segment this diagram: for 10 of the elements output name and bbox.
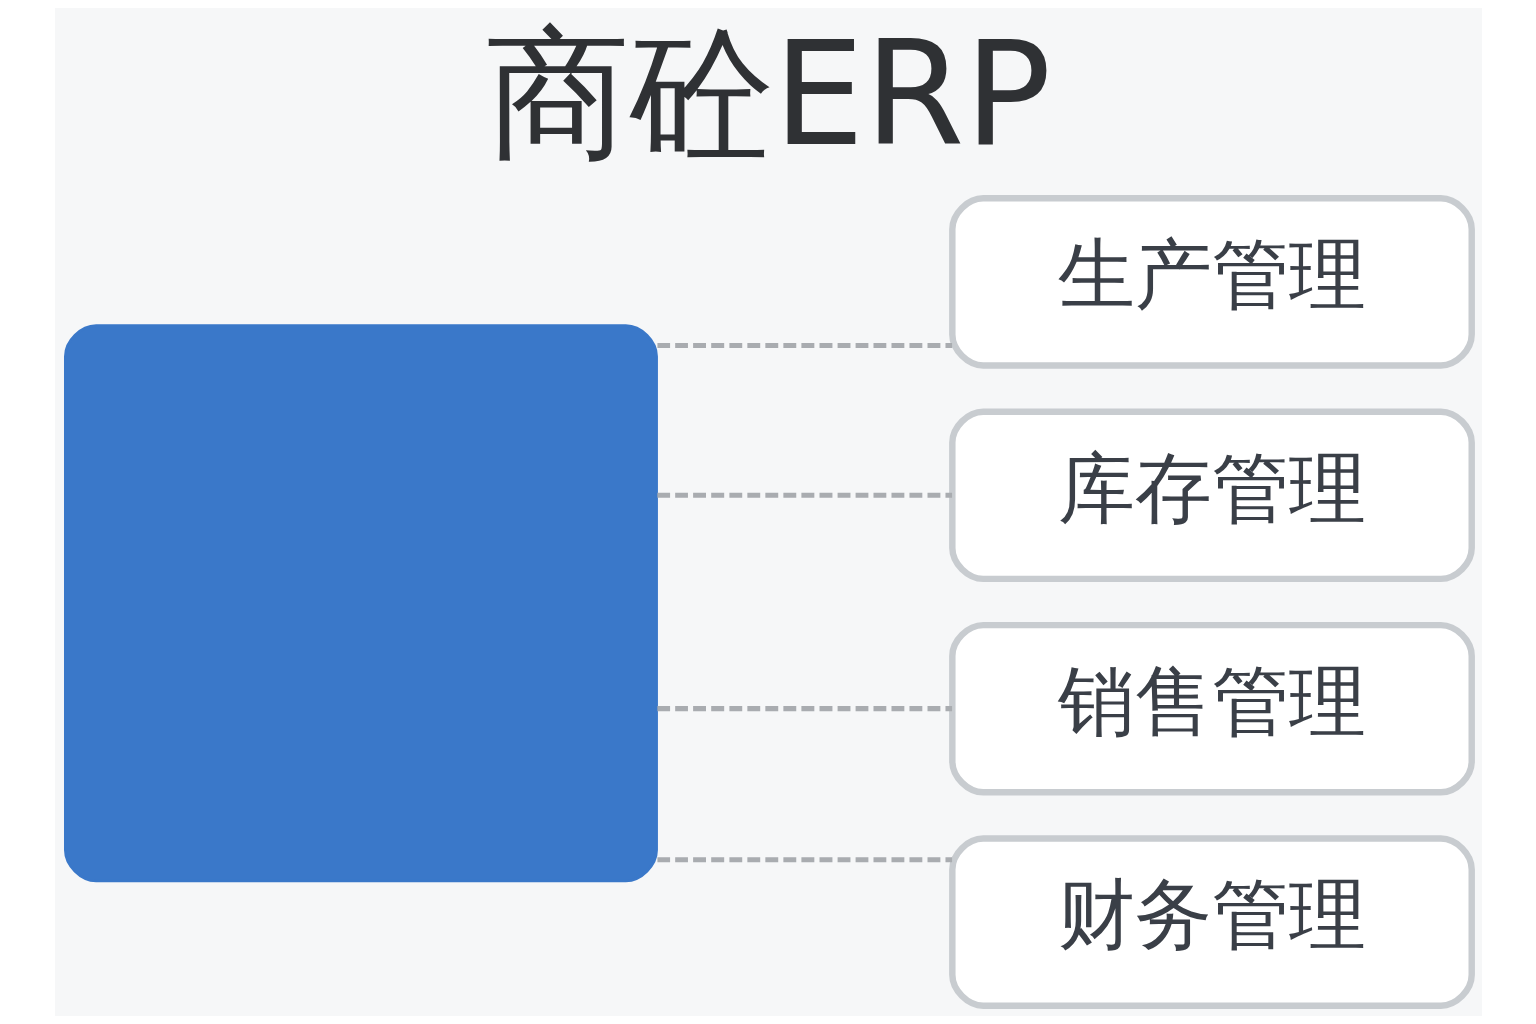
connector (656, 342, 952, 349)
node-box: 库存管理 (948, 408, 1475, 583)
node-box: 生产管理 (948, 195, 1475, 369)
node-box: 销售管理 (948, 621, 1475, 796)
node-box: 财务管理 (948, 835, 1475, 1009)
connector (656, 706, 952, 712)
node-box (63, 324, 658, 883)
connector (656, 857, 952, 863)
connector (656, 492, 952, 498)
diagram-title: 商砼ERP (485, 9, 1051, 178)
